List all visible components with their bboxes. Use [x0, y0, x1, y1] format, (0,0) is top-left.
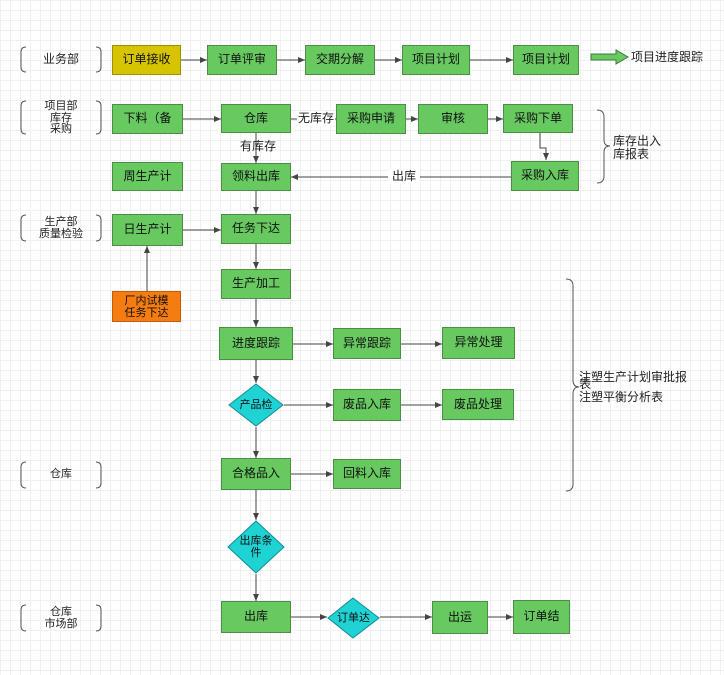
lane-market-line-2: 市场部: [44, 616, 78, 630]
node-qualified-inbound[interactable]: 合格品入: [221, 458, 291, 490]
node-warehouse[interactable]: 仓库: [221, 104, 291, 133]
lane-production-line-2: 质量检验: [39, 226, 83, 240]
lane-bracket-market-right: [95, 604, 102, 632]
lane-project-line-1: 项目部: [44, 99, 78, 112]
label-inventory-report-line-1: 库存出入: [613, 134, 662, 148]
tracking-arrow: [590, 49, 629, 65]
lane-project-line-3: 采购: [50, 122, 72, 136]
production-report-bracket: [565, 278, 580, 492]
node-exception-handling[interactable]: 异常处理: [442, 327, 515, 359]
lane-production-line-1: 生产部: [44, 215, 78, 228]
node-purchase-order[interactable]: 采购下单: [503, 104, 573, 133]
lane-bracket-sales-left: [20, 46, 27, 73]
lane-production: 生产部 质量检验: [28, 216, 94, 239]
decision-shape-inspection: [228, 383, 284, 427]
decision-shape-order-check: [327, 597, 380, 639]
lane-project: 项目部 库存 采购: [28, 100, 94, 135]
node-task-issue[interactable]: 任务下达: [221, 214, 291, 244]
node-order-review[interactable]: 订单评审: [207, 45, 277, 75]
node-factory-trial[interactable]: 厂内试模 任务下达: [112, 291, 181, 322]
node-outbound-condition-line-1: 出库条: [239, 534, 273, 548]
node-order-check-label: 订单达: [337, 611, 370, 625]
node-purchase-inbound[interactable]: 采购入库: [511, 161, 579, 191]
node-scrap-handling[interactable]: 废品处理: [442, 389, 514, 420]
label-inventory-report: 库存出入 库报表: [613, 135, 661, 160]
lane-warehouse: 仓库: [50, 467, 72, 480]
node-order-receive[interactable]: 订单接收: [112, 45, 181, 75]
lane-bracket-production-left: [20, 214, 27, 242]
node-weekly-plan[interactable]: 周生产计: [112, 162, 183, 191]
label-outbound-edge: 出库: [392, 169, 417, 183]
lane-bracket-sales-right: [95, 46, 102, 73]
lane-bracket-warehouse-left: [20, 461, 27, 489]
label-production-report: 注塑生产计划审批报 表 注塑平衡分析表: [579, 370, 688, 405]
label-no-stock: 无库存: [298, 111, 335, 125]
node-outbound-condition-line-2: 件: [250, 546, 262, 559]
node-project-plan-2[interactable]: 项目计划: [513, 45, 579, 75]
node-order-check[interactable]: 订单达: [327, 597, 380, 639]
lane-market: 仓库 市场部: [28, 606, 94, 629]
node-production[interactable]: 生产加工: [221, 269, 291, 299]
label-production-report-line-2: 表: [579, 377, 592, 392]
lane-bracket-project-left: [20, 100, 27, 135]
node-progress-tracking[interactable]: 进度跟踪: [219, 327, 293, 360]
node-product-inspection[interactable]: 产品检: [228, 383, 284, 427]
node-return-inbound[interactable]: 回料入库: [333, 459, 401, 489]
lane-bracket-project-right: [95, 100, 102, 135]
lane-market-line-1: 仓库: [50, 605, 72, 618]
inventory-report-bracket: [596, 109, 611, 184]
node-outbound[interactable]: 出库: [221, 601, 291, 633]
node-factory-trial-line-1: 厂内试模: [124, 293, 169, 307]
node-material-prep[interactable]: 下料（备: [112, 104, 183, 134]
lane-bracket-warehouse-right: [95, 461, 102, 489]
label-production-report-line-3: 注塑平衡分析表: [579, 390, 664, 405]
label-has-stock: 有库存: [240, 139, 277, 153]
node-outbound-condition[interactable]: 出库条 件: [227, 520, 285, 574]
lane-sales: 业务部: [42, 52, 79, 66]
node-pick-outbound[interactable]: 领料出库: [221, 163, 291, 191]
node-outbound-condition-label: 出库条 件: [240, 535, 273, 558]
node-order-close[interactable]: 订单结: [513, 600, 570, 634]
node-project-plan-1[interactable]: 项目计划: [402, 45, 470, 75]
edge-order-inbound: [539, 133, 549, 160]
label-inventory-report-line-2: 库报表: [613, 146, 650, 161]
lane-bracket-market-left: [20, 604, 27, 632]
lane-bracket-production-right: [95, 214, 102, 242]
node-daily-plan[interactable]: 日生产计: [112, 214, 183, 246]
node-factory-trial-line-2: 任务下达: [124, 305, 169, 319]
lane-project-line-2: 库存: [50, 110, 72, 124]
node-delivery-breakdown[interactable]: 交期分解: [305, 45, 375, 75]
node-purchase-request[interactable]: 采购申请: [336, 104, 406, 134]
label-project-tracking: 项目进度跟踪: [631, 50, 704, 64]
label-production-report-line-1: 注塑生产计划审批报: [579, 370, 688, 384]
node-exception-tracking[interactable]: 异常跟踪: [333, 328, 401, 359]
decision-shape-condition: [227, 520, 285, 574]
node-approval[interactable]: 审核: [418, 104, 488, 134]
node-shipping[interactable]: 出运: [432, 601, 488, 634]
node-scrap-inbound[interactable]: 废品入库: [333, 389, 401, 421]
node-product-inspection-label: 产品检: [239, 398, 273, 412]
